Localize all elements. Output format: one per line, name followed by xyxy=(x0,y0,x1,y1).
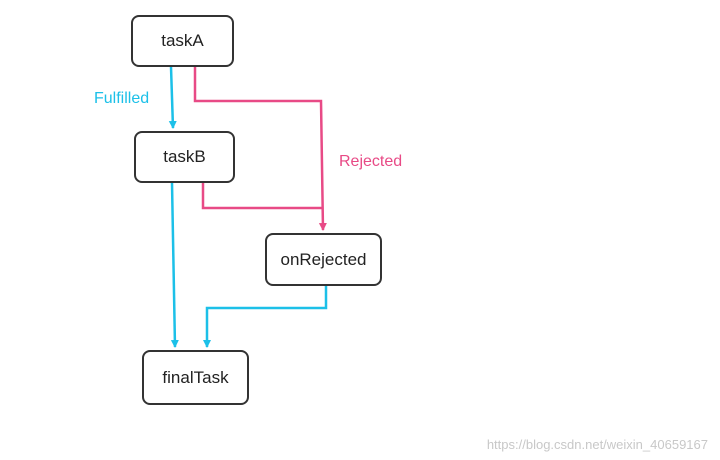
node-task-b: taskB xyxy=(134,131,235,183)
edge-label-fulfilled: Fulfilled xyxy=(94,90,150,107)
edge-taskb-to-finaltask xyxy=(170,182,179,348)
node-on-rejected: onRejected xyxy=(265,233,382,286)
edge-label-rejected: Rejected xyxy=(339,153,403,170)
node-final-task: finalTask xyxy=(142,350,249,405)
edge-onrejected-to-finaltask xyxy=(203,286,328,348)
edge-taskb-to-onrejected xyxy=(201,183,323,210)
edge-taska-to-taskb xyxy=(168,66,177,129)
node-task-a: taskA xyxy=(131,15,234,67)
edge-taska-to-onrejected xyxy=(193,67,327,231)
node-final-task-label: finalTask xyxy=(162,367,229,387)
watermark: https://blog.csdn.net/weixin_40659167 xyxy=(486,437,708,452)
node-task-b-label: taskB xyxy=(163,147,206,166)
node-on-rejected-label: onRejected xyxy=(280,249,367,269)
node-task-a-label: taskA xyxy=(161,31,204,50)
